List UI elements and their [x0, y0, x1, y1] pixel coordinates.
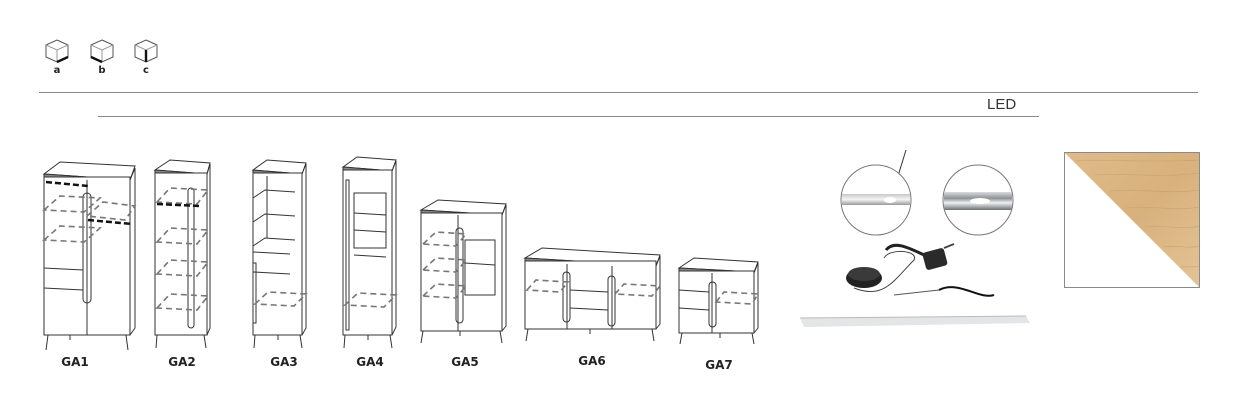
display-cabinet-drawing-icon: [341, 156, 398, 349]
shelf-cabinet-drawing-icon: [251, 159, 308, 349]
item-code-label: GA6: [578, 354, 606, 368]
item-code-label: GA5: [451, 355, 479, 369]
cube-icon: [134, 39, 158, 63]
cabinet-drawing-icon: [153, 159, 211, 349]
led-kit-photo: [794, 150, 1034, 340]
orientation-option-c: c: [133, 38, 159, 76]
item-code-label: GA2: [168, 355, 196, 369]
two-door-cabinet-drawing-icon: [419, 199, 507, 344]
item-code-label: GA3: [270, 355, 298, 369]
chest-drawing-icon: [677, 257, 760, 345]
cube-icon: [90, 39, 114, 64]
led-kit-icon: [799, 150, 1030, 327]
orientation-label: c: [143, 65, 149, 76]
wardrobe-drawing-icon: [41, 161, 137, 351]
led-section-underline: [98, 116, 1039, 117]
finish-swatch-white-oak: [1064, 152, 1200, 288]
furniture-ga3[interactable]: [250, 158, 310, 353]
oak-white-diagonal-icon: [1065, 153, 1199, 287]
orientation-option-a: a: [44, 38, 70, 76]
orientation-label: b: [98, 65, 106, 76]
furniture-ga4[interactable]: [340, 155, 400, 353]
furniture-ga5[interactable]: [418, 198, 510, 348]
furniture-ga2[interactable]: [152, 158, 214, 353]
orientation-option-b: b: [89, 38, 115, 76]
sideboard-drawing-icon: [523, 247, 662, 342]
led-section-title: LED: [987, 96, 1017, 113]
item-code-label: GA7: [705, 358, 733, 372]
cube-icon: [45, 39, 69, 64]
item-code-label: GA1: [61, 355, 89, 369]
item-code-label: GA4: [356, 355, 384, 369]
top-divider: [39, 92, 1198, 93]
furniture-ga6[interactable]: [522, 246, 662, 346]
furniture-ga7[interactable]: [676, 256, 762, 348]
furniture-ga1[interactable]: [40, 158, 140, 353]
orientation-label: a: [53, 65, 61, 76]
